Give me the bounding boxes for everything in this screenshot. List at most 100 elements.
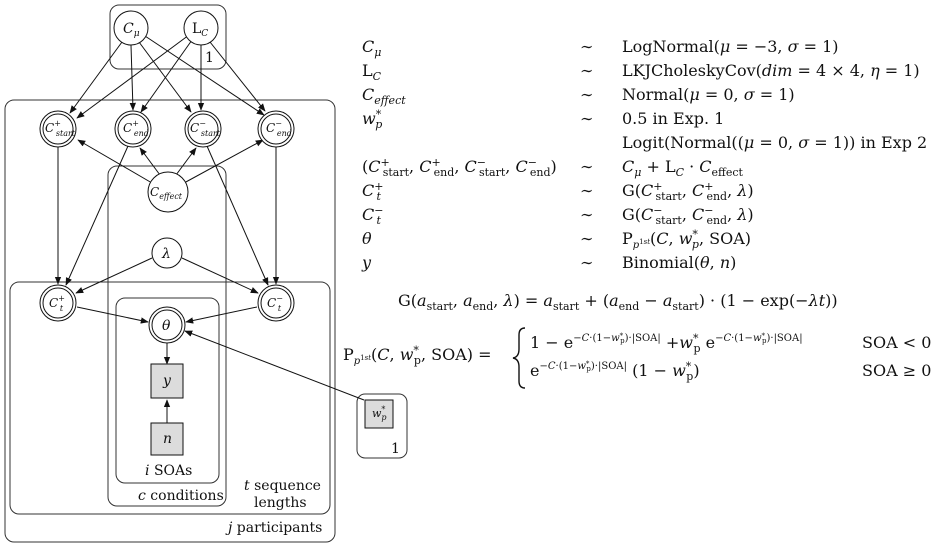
svg-text:λ: λ [161, 246, 171, 262]
participants-plate-label: j participants [225, 520, 322, 536]
conditions-var: c [138, 488, 146, 504]
plates [4, 4, 408, 543]
eq-row-ceffect-rhs: Normal(μ = 0, σ = 1) [622, 85, 795, 104]
svg-text:θ: θ [162, 318, 171, 334]
node-n: n [150, 422, 184, 456]
eq-row-ceffect-lhs: Ceffect [362, 85, 406, 107]
edge-lambda-ctminus [181, 257, 259, 294]
eq-row-wp-sim: ∼ [580, 109, 593, 128]
top-plate-count: 1 [205, 50, 214, 66]
edge-ceffect-cendminus [183, 139, 264, 184]
edge-lc-cendminus [209, 41, 266, 112]
participants-var: j [225, 520, 233, 536]
sequence-word: sequence [254, 478, 321, 494]
node-theta: θ [148, 306, 186, 344]
edge-wp-theta [184, 330, 365, 401]
edge-ctplus-theta [76, 306, 149, 324]
eq-row-theta-sim: ∼ [580, 229, 593, 248]
node-c-start-plus: C+start [39, 110, 77, 148]
node-c-end-plus: C+end [114, 110, 152, 148]
p-case-2: e−C·(1−w*p)·|SOA| (1 − w*p) [530, 360, 700, 383]
eq-row-wp-lhs: w*p [362, 108, 382, 131]
eq-row-ctplus-lhs: C+t [362, 180, 383, 203]
node-ct-plus: C+t [39, 284, 77, 322]
node-ct-minus: C−t [257, 284, 295, 322]
eq-row-cmu-sim: ∼ [580, 37, 593, 56]
eq-row-ctplus-sim: ∼ [580, 181, 593, 200]
sequence-var: t [244, 478, 250, 494]
sequence-plate-label-2: lengths [254, 495, 307, 511]
node-l-c: LC [183, 10, 219, 46]
conditions-plate [107, 165, 227, 507]
eq-row-theta-lhs: θ [362, 229, 372, 248]
soas-plate-label: i SOAs [145, 463, 192, 479]
node-wp: w*p [364, 399, 394, 429]
svg-text:C−end: C−end [266, 119, 292, 138]
p-case-1-condition: SOA < 0 [862, 333, 931, 352]
soas-word: SOAs [154, 463, 192, 479]
edge-ceffect-cendplus [139, 147, 161, 176]
g-definition: G(astart, aend, λ) = astart + (aend − as… [398, 291, 838, 313]
eq-row-lc-sim: ∼ [580, 61, 593, 80]
edge-ctminus-theta [185, 306, 258, 324]
edge-cmu-cendminus [144, 35, 265, 116]
eq-row-wp-rhs: 0.5 in Exp. 1 [622, 109, 724, 128]
edge-ceffect-cstartplus [77, 139, 153, 184]
edge-cstartminus-ctminus [206, 145, 269, 286]
eq-row-cmu-rhs: LogNormal(μ = −3, σ = 1) [622, 37, 839, 56]
participants-plate [4, 99, 336, 543]
p-definition-lhs: Pp1st(C, w*p, SOA) = [343, 344, 492, 367]
p-case-1: 1 − e−C·(1−w*p)·|SOA| +w*p e−C·(1−w*p)·|… [530, 332, 803, 355]
edges [54, 34, 365, 423]
eq-row-ctminus-rhs: G(C−start, C−end, λ) [622, 204, 754, 227]
svg-text:C−start: C−start [190, 119, 221, 138]
eq-row-tuple-rhs: Cμ + LC · Ceffect [622, 157, 744, 179]
svg-text:n: n [163, 431, 172, 447]
eq-row-cmu-lhs: Cμ [362, 37, 381, 59]
eq-row-ctminus-sim: ∼ [580, 205, 593, 224]
eq-row-ctplus-rhs: G(C+start, C+end, λ) [622, 180, 754, 203]
p-case-2-condition: SOA ≥ 0 [862, 361, 931, 380]
eq-row-ceffect-sim: ∼ [580, 85, 593, 104]
eq-row-theta-rhs: Pp1st(C, w*p, SOA) [622, 228, 751, 251]
eq-row-ctminus-lhs: C−t [362, 204, 383, 227]
node-c-start-minus: C−start [184, 110, 222, 148]
svg-text:y: y [162, 373, 172, 389]
wp-plate [356, 393, 408, 459]
eq-row-y-rhs: Binomial(θ, n) [622, 253, 736, 272]
edge-cendplus-ctplus [65, 145, 129, 286]
eq-row-y-sim: ∼ [580, 253, 593, 272]
svg-text:Cμ: Cμ [123, 21, 140, 39]
node-c-mu: Cμ [113, 10, 149, 46]
svg-text:C+t: C+t [49, 294, 65, 313]
soas-var: i [145, 463, 149, 479]
sequence-plate [9, 281, 331, 515]
edge-lambda-ctplus [75, 257, 153, 294]
edge-cmu-cstartplus [69, 41, 123, 114]
eq-row-y-lhs: y [361, 253, 372, 272]
edge-cmu-cstartminus [138, 41, 192, 113]
eq-row-lc-rhs: LKJCholeskyCov(dim = 4 × 4, η = 1) [622, 61, 920, 80]
node-c-end-minus: C−end [257, 110, 295, 148]
eq-row-lc-lhs: LC [362, 61, 382, 83]
soas-plate [115, 297, 220, 484]
cases-brace [512, 327, 526, 389]
svg-text:C+end: C+end [123, 119, 149, 138]
node-c-effect: Ceffect [147, 171, 189, 213]
wp-plate-count: 1 [391, 441, 400, 457]
edge-lc-cstartplus [76, 34, 190, 119]
eq-row-wp-rhs-cont: Logit(Normal((μ = 0, σ = 1)) in Exp 2 [622, 133, 927, 152]
edge-ceffect-cstartminus [175, 147, 197, 176]
participants-word: participants [237, 520, 323, 536]
svg-text:C+start: C+start [45, 119, 76, 138]
edge-lc-cendplus [140, 39, 193, 113]
conditions-word: conditions [150, 488, 223, 504]
node-y: y [150, 363, 184, 399]
node-lambda: λ [151, 237, 183, 269]
top-plate [109, 4, 227, 70]
svg-text:Ceffect: Ceffect [150, 185, 183, 201]
eq-row-tuple-sim: ∼ [580, 157, 593, 176]
sequence-plate-label-1: t sequence [244, 478, 321, 494]
svg-text:C−t: C−t [267, 294, 283, 313]
